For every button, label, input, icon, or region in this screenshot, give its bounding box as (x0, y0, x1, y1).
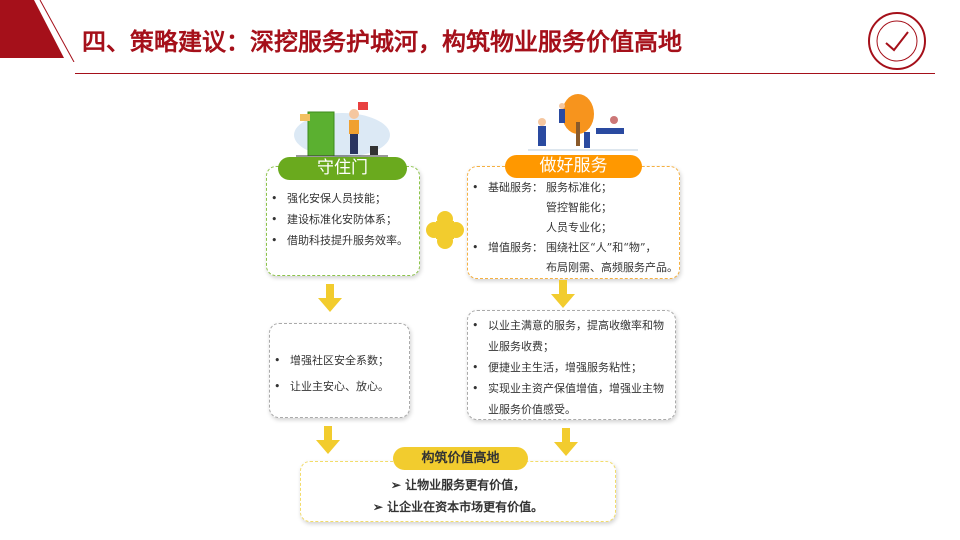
arrow-down-icon (554, 428, 578, 456)
arrow-down-icon (318, 284, 342, 312)
service-box: •基础服务：服务标准化； 管控智能化； 人员专业化； •增值服务：围绕社区“人”… (467, 166, 680, 279)
list-item: 让业主安心、放心。 (270, 374, 409, 400)
list-item: 借助科技提升服务效率。 (267, 230, 419, 251)
safety-result-box: 增强社区安全系数； 让业主安心、放心。 (269, 323, 410, 418)
value-service-label: 增值服务： (488, 241, 543, 254)
guard-door-list: 强化安保人员技能； 建设标准化安防体系； 借助科技提升服务效率。 (267, 188, 419, 251)
list-item: 建设标准化安防体系； (267, 209, 419, 230)
service-label: 做好服务 (505, 155, 642, 178)
list-item: 布局刚需、高频服务产品。 (546, 261, 678, 274)
service-community-illustration (528, 94, 638, 151)
page-title: 四、策略建议：深挖服务护城河，构筑物业服务价值高地 (82, 28, 682, 56)
list-item: 管控智能化； (546, 201, 612, 214)
list-item-text: 让企业在资本市场更有价值。 (387, 500, 544, 514)
basic-service-label: 基础服务： (488, 181, 543, 194)
security-door-illustration (294, 102, 390, 157)
service-result-box: 以业主满意的服务，提高收缴率和物业服务收费； 便捷业主生活，增强服务粘性； 实现… (467, 310, 676, 420)
list-item: 强化安保人员技能； (267, 188, 419, 209)
list-item: 便捷业主生活，增强服务粘性； (468, 357, 669, 378)
academy-logo (868, 12, 926, 70)
list-item: 服务标准化； (546, 181, 612, 194)
plus-icon (426, 211, 464, 249)
list-item: 增强社区安全系数； (270, 348, 409, 374)
arrow-down-icon (551, 280, 575, 308)
list-item: 人员专业化； (546, 221, 612, 234)
list-item: ➢ 让物业服务更有价值， (390, 478, 526, 492)
value-highland-label: 构筑价值高地 (393, 447, 528, 470)
guard-door-label: 守住门 (278, 157, 407, 180)
list-item: 围绕社区“人”和“物”， (546, 241, 657, 254)
header-divider (75, 73, 935, 74)
list-item: ➢ 让企业在资本市场更有价值。 (372, 500, 544, 514)
list-item: 以业主满意的服务，提高收缴率和物业服务收费； (468, 315, 669, 357)
guard-door-box: 强化安保人员技能； 建设标准化安防体系； 借助科技提升服务效率。 (266, 166, 420, 276)
header-decoration (0, 0, 75, 62)
list-item-text: 让物业服务更有价值， (405, 478, 526, 492)
value-highland-box: ➢ 让物业服务更有价值， ➢ 让企业在资本市场更有价值。 (300, 461, 616, 522)
arrow-down-icon (316, 426, 340, 454)
list-item: 实现业主资产保值增值，增强业主物业服务价值感受。 (468, 378, 669, 420)
